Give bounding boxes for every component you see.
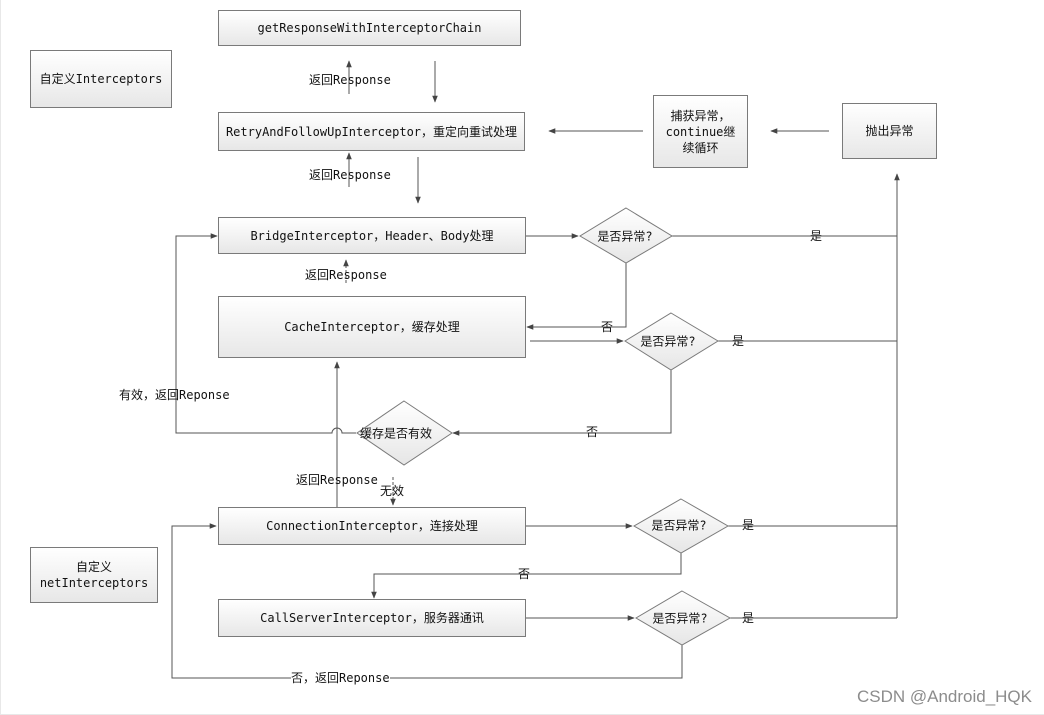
box-call-server-label: CallServerInterceptor，服务器通讯 xyxy=(260,611,484,625)
decision-cache-valid xyxy=(356,400,453,466)
box-catch-line1: 捕获异常， xyxy=(670,108,731,123)
box-get-response: getResponseWithInterceptorChain xyxy=(218,10,521,46)
watermark: CSDN @Android_HQK xyxy=(856,687,1032,706)
box-get-response-label: getResponseWithInterceptorChain xyxy=(257,21,482,35)
box-connection-label: ConnectionInterceptor，连接处理 xyxy=(266,519,478,533)
arrow-cache-no-to-valid xyxy=(452,370,672,436)
label-valid-return: 有效，返回Reponse xyxy=(119,388,230,402)
arrow-callserver-no-to-connection xyxy=(171,523,683,679)
label-no-return: 否，返回Reponse xyxy=(291,671,390,685)
box-catch-exception: 捕获异常， continue继 续循环 xyxy=(653,95,748,168)
arrow-connection-no-to-callserver xyxy=(371,553,682,599)
decision-cache-valid-text: 缓存是否有效 xyxy=(359,426,433,441)
decision-connection-exception xyxy=(632,498,730,554)
label-return-response-2: 返回Response xyxy=(309,168,391,182)
label-cache-no: 否 xyxy=(586,425,599,439)
arrow-valid-to-bridge xyxy=(175,233,356,434)
box-retry: RetryAndFollowUpInterceptor，重定向重试处理 xyxy=(218,112,525,151)
label-connection-no: 否 xyxy=(518,567,531,581)
decision-connection-text: 是否异常? xyxy=(651,518,707,533)
box-connection: ConnectionInterceptor，连接处理 xyxy=(218,507,526,545)
arrow-bridge-no-to-cache xyxy=(526,263,627,330)
decision-bridge-exception xyxy=(579,207,673,264)
box-custom-interceptors: 自定义Interceptors xyxy=(30,50,172,108)
label-return-response-3: 返回Response xyxy=(305,268,387,282)
decision-callserver-exception xyxy=(635,590,732,646)
box-cache: CacheInterceptor，缓存处理 xyxy=(218,296,526,358)
box-catch-line2: continue继 xyxy=(665,124,736,139)
box-retry-label: RetryAndFollowUpInterceptor，重定向重试处理 xyxy=(225,124,518,139)
label-cache-yes: 是 xyxy=(732,334,745,348)
box-call-server: CallServerInterceptor，服务器通讯 xyxy=(218,599,526,637)
label-return-response-1: 返回Response xyxy=(309,73,391,87)
label-bridge-no: 否 xyxy=(601,320,614,334)
box-throw-label: 抛出异常 xyxy=(865,124,914,138)
label-invalid: 无效 xyxy=(380,484,405,498)
decision-cache-exception xyxy=(624,312,719,371)
decision-callserver-text: 是否异常? xyxy=(652,611,708,626)
box-bridge: BridgeInterceptor，Header、Body处理 xyxy=(218,217,526,254)
box-throw-exception: 抛出异常 xyxy=(842,103,937,159)
label-return-response-4: 返回Response xyxy=(296,473,378,487)
box-custom-net-line1: 自定义 xyxy=(75,560,112,574)
label-bridge-yes: 是 xyxy=(810,229,823,243)
box-cache-label: CacheInterceptor，缓存处理 xyxy=(284,320,460,334)
label-callserver-yes: 是 xyxy=(742,611,755,625)
decision-bridge-text: 是否异常? xyxy=(597,229,653,244)
box-custom-net-interceptors: 自定义 netInterceptors xyxy=(30,547,158,603)
box-custom-interceptors-label: 自定义Interceptors xyxy=(39,72,163,86)
label-connection-yes: 是 xyxy=(742,518,755,532)
decision-cache-text: 是否异常? xyxy=(640,334,696,349)
box-bridge-label: BridgeInterceptor，Header、Body处理 xyxy=(250,228,494,243)
box-custom-net-line2: netInterceptors xyxy=(39,576,149,590)
box-catch-line3: 续循环 xyxy=(682,140,719,155)
